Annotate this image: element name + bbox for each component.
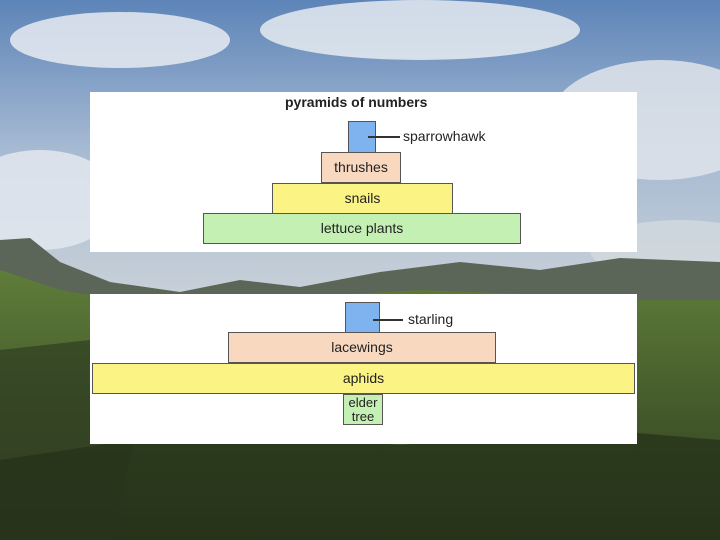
pyramid-1-level-2: snails [272,183,453,214]
pyramid-panel-2: starling lacewings aphids elder tree [90,294,637,444]
cloud [260,0,580,60]
pyramid-1-top-label: sparrowhawk [403,128,486,144]
pyramid-panel-1: pyramids of numbers sparrowhawk thrushes… [90,92,637,252]
pyramid-1-level-3: thrushes [321,152,401,183]
pyramid-1-level-4-sparrowhawk [348,121,376,154]
diagram-title: pyramids of numbers [285,94,428,110]
pyramid-2-level-1: elder tree [343,394,383,425]
foreground-hill [0,430,720,540]
pyramid-2-level-4-starling [345,302,380,333]
leader-line [373,319,403,321]
pyramid-2-top-label: starling [408,311,454,327]
leader-line [368,136,400,138]
cloud [10,12,230,68]
pyramid-1-level-1: lettuce plants [203,213,521,244]
pyramid-2-level-3: lacewings [228,332,496,363]
cloud [0,150,120,250]
pyramid-2-level-2: aphids [92,363,635,394]
